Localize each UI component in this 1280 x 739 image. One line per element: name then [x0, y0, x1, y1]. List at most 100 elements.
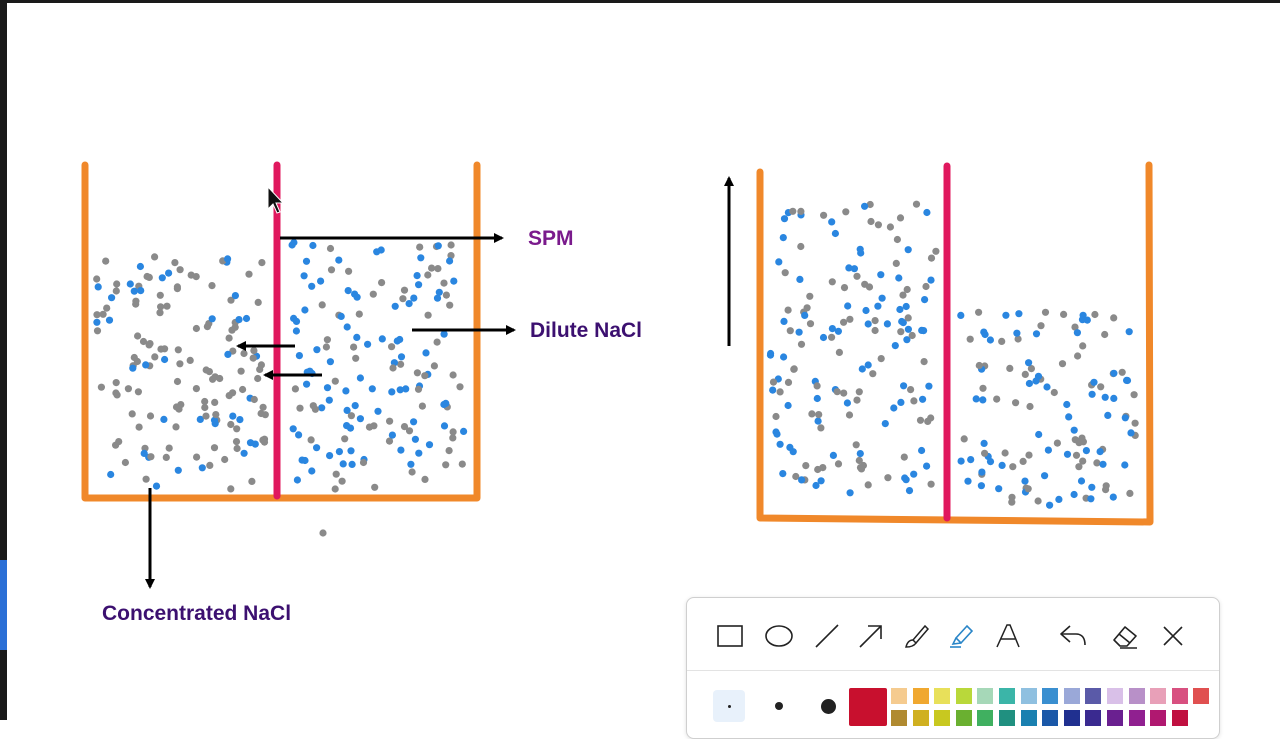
gray-ion	[227, 485, 235, 493]
color-swatch[interactable]	[912, 710, 929, 726]
gray-ion	[201, 403, 209, 412]
gray-ion	[855, 388, 863, 396]
gray-ion	[121, 458, 129, 467]
blue-ion	[780, 317, 788, 325]
color-swatch[interactable]	[1107, 688, 1123, 704]
color-swatch[interactable]	[1042, 710, 1059, 726]
undo-icon[interactable]	[1055, 618, 1091, 654]
blue-ion	[814, 417, 822, 425]
gray-ion	[797, 207, 805, 215]
brush-size-small[interactable]	[713, 690, 745, 722]
blue-ion	[335, 256, 343, 264]
color-swatch[interactable]	[1150, 710, 1167, 726]
close-icon[interactable]	[1155, 618, 1191, 654]
blue-ion	[977, 482, 986, 490]
color-swatch[interactable]	[1063, 688, 1080, 704]
gray-ion	[173, 285, 181, 293]
color-swatch[interactable]	[1150, 688, 1167, 704]
color-swatch[interactable]	[1085, 688, 1102, 704]
gray-ion	[132, 297, 140, 305]
blue-ion	[309, 241, 317, 250]
color-swatch[interactable]	[999, 688, 1015, 704]
blue-ion	[902, 476, 910, 484]
color-swatch[interactable]	[934, 710, 951, 726]
gray-ion	[202, 366, 210, 374]
blue-ion	[289, 425, 297, 433]
blue-ion	[864, 361, 872, 369]
color-swatch[interactable]	[912, 688, 929, 704]
gray-ion	[960, 435, 968, 443]
color-swatch[interactable]	[1063, 710, 1080, 726]
color-swatch[interactable]	[1042, 688, 1059, 704]
color-swatch[interactable]	[1085, 710, 1102, 726]
color-swatch[interactable]	[1020, 688, 1037, 704]
gray-ion	[1130, 391, 1138, 399]
brush-size-medium[interactable]	[763, 690, 795, 722]
blue-ion	[891, 342, 899, 350]
blue-ion	[801, 311, 809, 319]
gray-ion	[1026, 402, 1034, 411]
rectangle-tool-icon[interactable]	[712, 618, 748, 654]
color-swatch[interactable]	[1128, 688, 1145, 704]
blue-ion	[1013, 329, 1021, 337]
blue-ion	[388, 431, 396, 439]
color-swatch[interactable]	[1107, 710, 1123, 726]
blue-ion	[780, 353, 788, 361]
blue-ion	[923, 208, 931, 217]
gray-ion	[442, 461, 450, 469]
gray-ion	[259, 436, 267, 444]
blue-ion	[1082, 447, 1090, 455]
blue-ion	[1070, 490, 1078, 499]
gray-ion	[162, 453, 170, 461]
gray-ion	[93, 327, 102, 335]
gray-ion	[434, 265, 442, 273]
blue-ion	[410, 418, 418, 426]
drawing-canvas[interactable]	[0, 0, 1280, 720]
eraser-icon[interactable]	[1107, 618, 1143, 654]
color-swatch[interactable]	[1171, 710, 1188, 726]
blue-ion	[411, 435, 419, 443]
blue-ion	[1087, 495, 1095, 503]
blue-ion	[301, 456, 309, 465]
color-swatch[interactable]	[977, 710, 994, 726]
brush-size-large[interactable]	[812, 690, 844, 722]
window-left-accent	[0, 560, 7, 650]
highlighter-tool-icon[interactable]	[943, 618, 979, 654]
arrow-tool-icon[interactable]	[853, 618, 889, 654]
color-swatch[interactable]	[955, 688, 972, 704]
color-swatch[interactable]	[934, 688, 951, 704]
blue-ion	[1063, 400, 1071, 409]
blue-ion	[843, 399, 852, 407]
gray-ion	[1014, 335, 1022, 343]
color-swatch[interactable]	[1193, 688, 1210, 704]
gray-ion	[904, 314, 912, 322]
blue-ion	[374, 407, 382, 415]
blue-ion	[1035, 430, 1043, 439]
selected-color-swatch[interactable]	[849, 688, 887, 726]
gray-ion	[1034, 497, 1042, 505]
blue-ion	[895, 274, 903, 282]
gray-ion	[1093, 459, 1101, 467]
line-tool-icon[interactable]	[809, 618, 845, 654]
blue-ion	[136, 262, 144, 271]
gray-ion	[311, 405, 319, 413]
color-swatch[interactable]	[1128, 710, 1145, 726]
text-tool-icon[interactable]	[990, 618, 1026, 654]
ellipse-tool-icon[interactable]	[761, 618, 797, 654]
gray-ion	[993, 395, 1001, 403]
blue-ion	[231, 292, 239, 300]
color-swatch[interactable]	[999, 710, 1015, 726]
color-swatch[interactable]	[1020, 710, 1037, 726]
brush-tool-icon[interactable]	[899, 618, 935, 654]
blue-ion	[415, 281, 423, 289]
color-swatch[interactable]	[891, 688, 907, 704]
color-swatch[interactable]	[977, 688, 994, 704]
gray-ion	[1102, 486, 1110, 494]
gray-ion	[456, 383, 464, 391]
gray-ion	[1060, 310, 1068, 318]
color-swatch[interactable]	[1171, 688, 1188, 704]
blue-ion	[388, 388, 396, 396]
color-swatch[interactable]	[891, 710, 907, 726]
gray-ion	[792, 472, 800, 481]
color-swatch[interactable]	[955, 710, 972, 726]
